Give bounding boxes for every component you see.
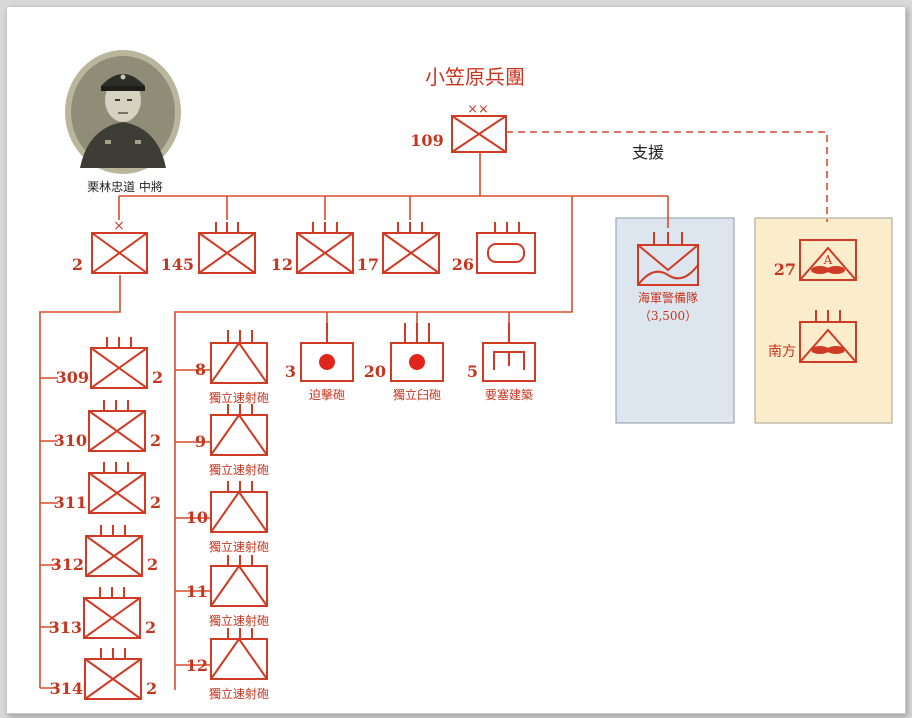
hq-echelon: ×× [467, 102, 489, 117]
connector-lines [39, 152, 669, 690]
battalion-number: 309 [56, 368, 89, 387]
unit-number: 17 [357, 255, 379, 274]
gun-9: 9 獨立速射砲 [175, 404, 269, 477]
unit-number: 2 [72, 255, 83, 274]
howitzer-unit: 20 獨立臼砲 [364, 323, 444, 402]
battalion-312: 312 2 [40, 525, 158, 577]
navy-panel [615, 217, 735, 424]
battalion-314: 314 2 [40, 648, 157, 700]
unit-145: 145 [161, 222, 256, 274]
battalion-311: 311 2 [40, 462, 161, 514]
battalion-number: 313 [49, 618, 82, 637]
gun-number: 10 [186, 508, 208, 527]
unit-2: × 2 [72, 218, 148, 274]
hq-number: 109 [410, 131, 443, 150]
gun-caption: 獨立速射砲 [209, 462, 269, 477]
command-title: 小笠原兵團 [425, 65, 525, 89]
commander-portrait [65, 50, 181, 174]
gun-caption: 獨立速射砲 [209, 613, 269, 628]
unit-number: 20 [364, 362, 386, 381]
hq-symbol [451, 115, 507, 153]
navy-unit: 海軍警備隊 （3,500） [637, 232, 699, 323]
battalion-309: 309 2 [40, 337, 163, 389]
gun-number: 9 [195, 432, 206, 451]
gun-number: 11 [186, 582, 208, 601]
unit-caption: 迫擊砲 [309, 387, 345, 402]
battalion-parent: 2 [150, 431, 161, 450]
unit-caption: 要塞建築 [485, 387, 533, 402]
battalion-parent: 2 [145, 618, 156, 637]
gun-caption: 獨立速射砲 [209, 390, 269, 405]
gun-number: 8 [195, 360, 206, 379]
unit-number: 3 [285, 362, 296, 381]
gun-12: 12 獨立速射砲 [175, 628, 269, 701]
gun-caption: 獨立速射砲 [209, 686, 269, 701]
battalion-parent: 2 [147, 555, 158, 574]
battalion-parent: 2 [146, 679, 157, 698]
battalion-number: 310 [54, 431, 87, 450]
aviation-south: 南方 [768, 310, 857, 363]
battalion-parent: 2 [152, 368, 163, 387]
battalion-parent: 2 [150, 493, 161, 512]
brigade-echelon: × [113, 218, 125, 234]
unit-number: 145 [161, 255, 194, 274]
navy-strength: （3,500） [639, 309, 697, 323]
unit-26: 26 [452, 222, 536, 274]
unit-caption: 獨立臼砲 [393, 387, 441, 402]
gun-8: 8 獨立速射砲 [175, 330, 269, 405]
gun-11: 11 獨立速射砲 [175, 555, 269, 628]
navy-name: 海軍警備隊 [638, 290, 698, 305]
aviation-27: A 27 [774, 239, 857, 281]
support-label: 支援 [632, 143, 664, 162]
svg-text:A: A [823, 253, 833, 267]
support-line [506, 131, 828, 222]
unit-number: 12 [271, 255, 293, 274]
unit-number: 5 [467, 362, 478, 381]
battalion-313: 313 2 [40, 587, 156, 639]
aviation-panel [754, 217, 893, 424]
unit-12: 12 [271, 222, 354, 274]
battalion-number: 312 [51, 555, 84, 574]
gun-number: 12 [186, 656, 208, 675]
battalion-310: 310 2 [40, 400, 161, 452]
commander-caption: 栗林忠道 中將 [87, 179, 163, 194]
gun-caption: 獨立速射砲 [209, 539, 269, 554]
aviation-label: 南方 [768, 344, 796, 360]
aviation-number: 27 [774, 260, 796, 279]
fortification-unit: 5 要塞建築 [467, 323, 536, 402]
gun-10: 10 獨立速射砲 [175, 481, 269, 554]
unit-number: 26 [452, 255, 474, 274]
unit-17: 17 [357, 222, 440, 274]
battalion-number: 314 [50, 679, 83, 698]
mortar-unit: 3 迫擊砲 [285, 323, 354, 402]
battalion-number: 311 [54, 493, 87, 512]
